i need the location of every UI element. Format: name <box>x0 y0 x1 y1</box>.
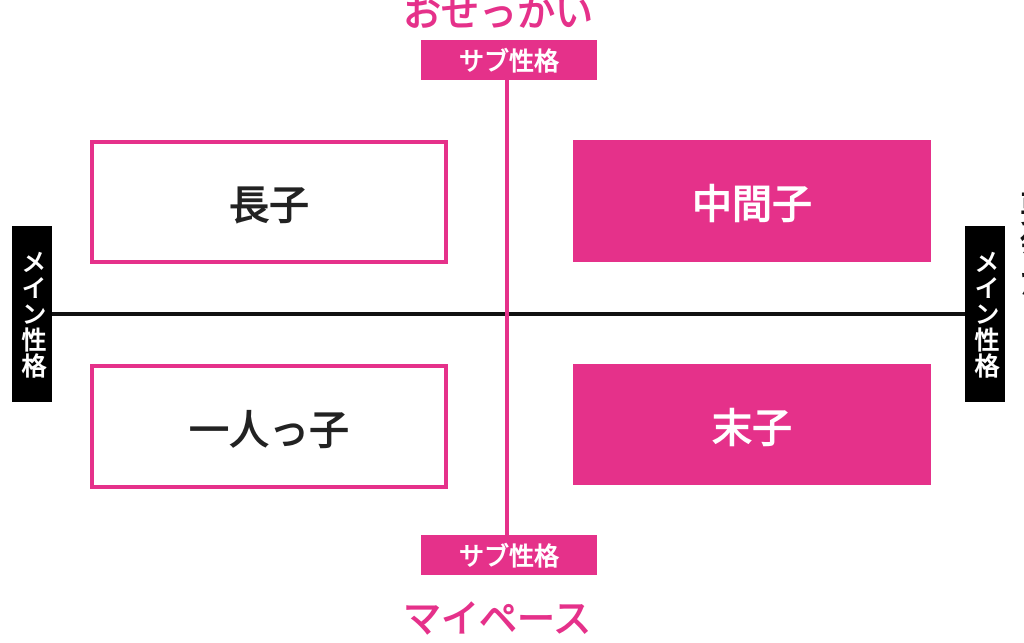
top-axis-label: おせっかい <box>403 0 594 35</box>
quadrant-eldest: 長子 <box>90 140 448 264</box>
vertical-axis-line <box>505 80 509 535</box>
quadrant-youngest: 末子 <box>573 364 931 485</box>
sub-trait-tag-bottom: サブ性格 <box>421 535 597 575</box>
quadrant-only-child: 一人っ子 <box>90 364 448 489</box>
bottom-axis-label: マイペース <box>403 597 592 641</box>
main-trait-tag-right: メイン性格 <box>965 226 1005 402</box>
sub-trait-tag-top: サブ性格 <box>421 40 597 80</box>
quadrant-middle: 中間子 <box>573 140 931 262</box>
right-axis-label: 要領がいい <box>1014 190 1024 370</box>
main-trait-tag-left: メイン性格 <box>12 226 52 402</box>
